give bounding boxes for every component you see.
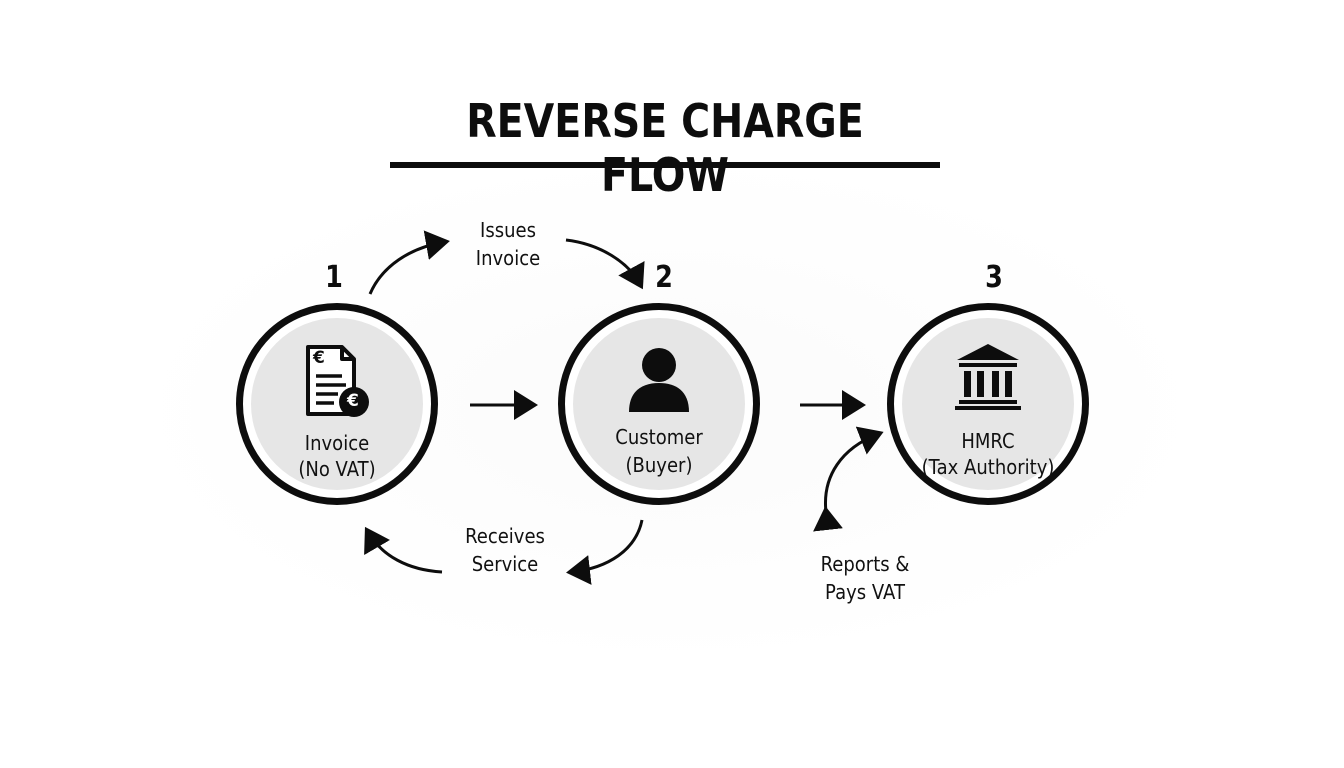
node-hmrc-label-1: HMRC [961,429,1015,453]
arrow-receives-out [566,519,644,585]
node-customer-label-1: Customer [615,425,703,449]
arrow-issues-in [565,238,645,290]
node-2-number: 2 [655,260,673,295]
coin-euro-symbol: € [347,391,359,411]
node-customer-label-2: (Buyer) [625,453,693,477]
government-building-icon [953,340,1023,410]
arrow-issues-out [368,230,450,295]
title-underline [390,162,940,168]
edge-label-issues-line1: Issues [480,218,536,242]
edge-label-issues-line2: Invoice [475,246,541,270]
diagram-title: REVERSE CHARGE FLOW [466,94,864,202]
edge-label-reports-line1: Reports & [820,552,910,576]
node-invoice-label-1: Invoice [304,431,370,455]
edge-label-receives-line2: Service [471,552,539,576]
node-customer: Customer (Buyer) [558,303,760,505]
node-1-number: 1 [325,260,343,295]
edge-label-reports-pays-vat: Reports & Pays VAT [807,550,924,606]
node-3-number: 3 [985,260,1003,295]
person-icon [626,346,692,414]
invoice-euro-symbol: € [313,348,325,368]
arrow-reports-vat [813,426,884,532]
edge-label-issues-invoice: Issues Invoice [454,216,562,272]
arrow-receives-in [364,526,443,574]
node-invoice: € € Invoice (No VAT) [236,303,438,505]
node-invoice-label-2: (No VAT) [298,457,376,481]
node-hmrc-label-2: (Tax Authority) [921,455,1055,479]
edge-label-receives-line1: Receives [465,524,545,548]
node-hmrc: HMRC (Tax Authority) [887,303,1089,505]
invoice-euro-icon: € € [302,344,372,420]
edge-label-reports-line2: Pays VAT [825,580,905,604]
edge-label-receives-service: Receives Service [447,522,564,578]
